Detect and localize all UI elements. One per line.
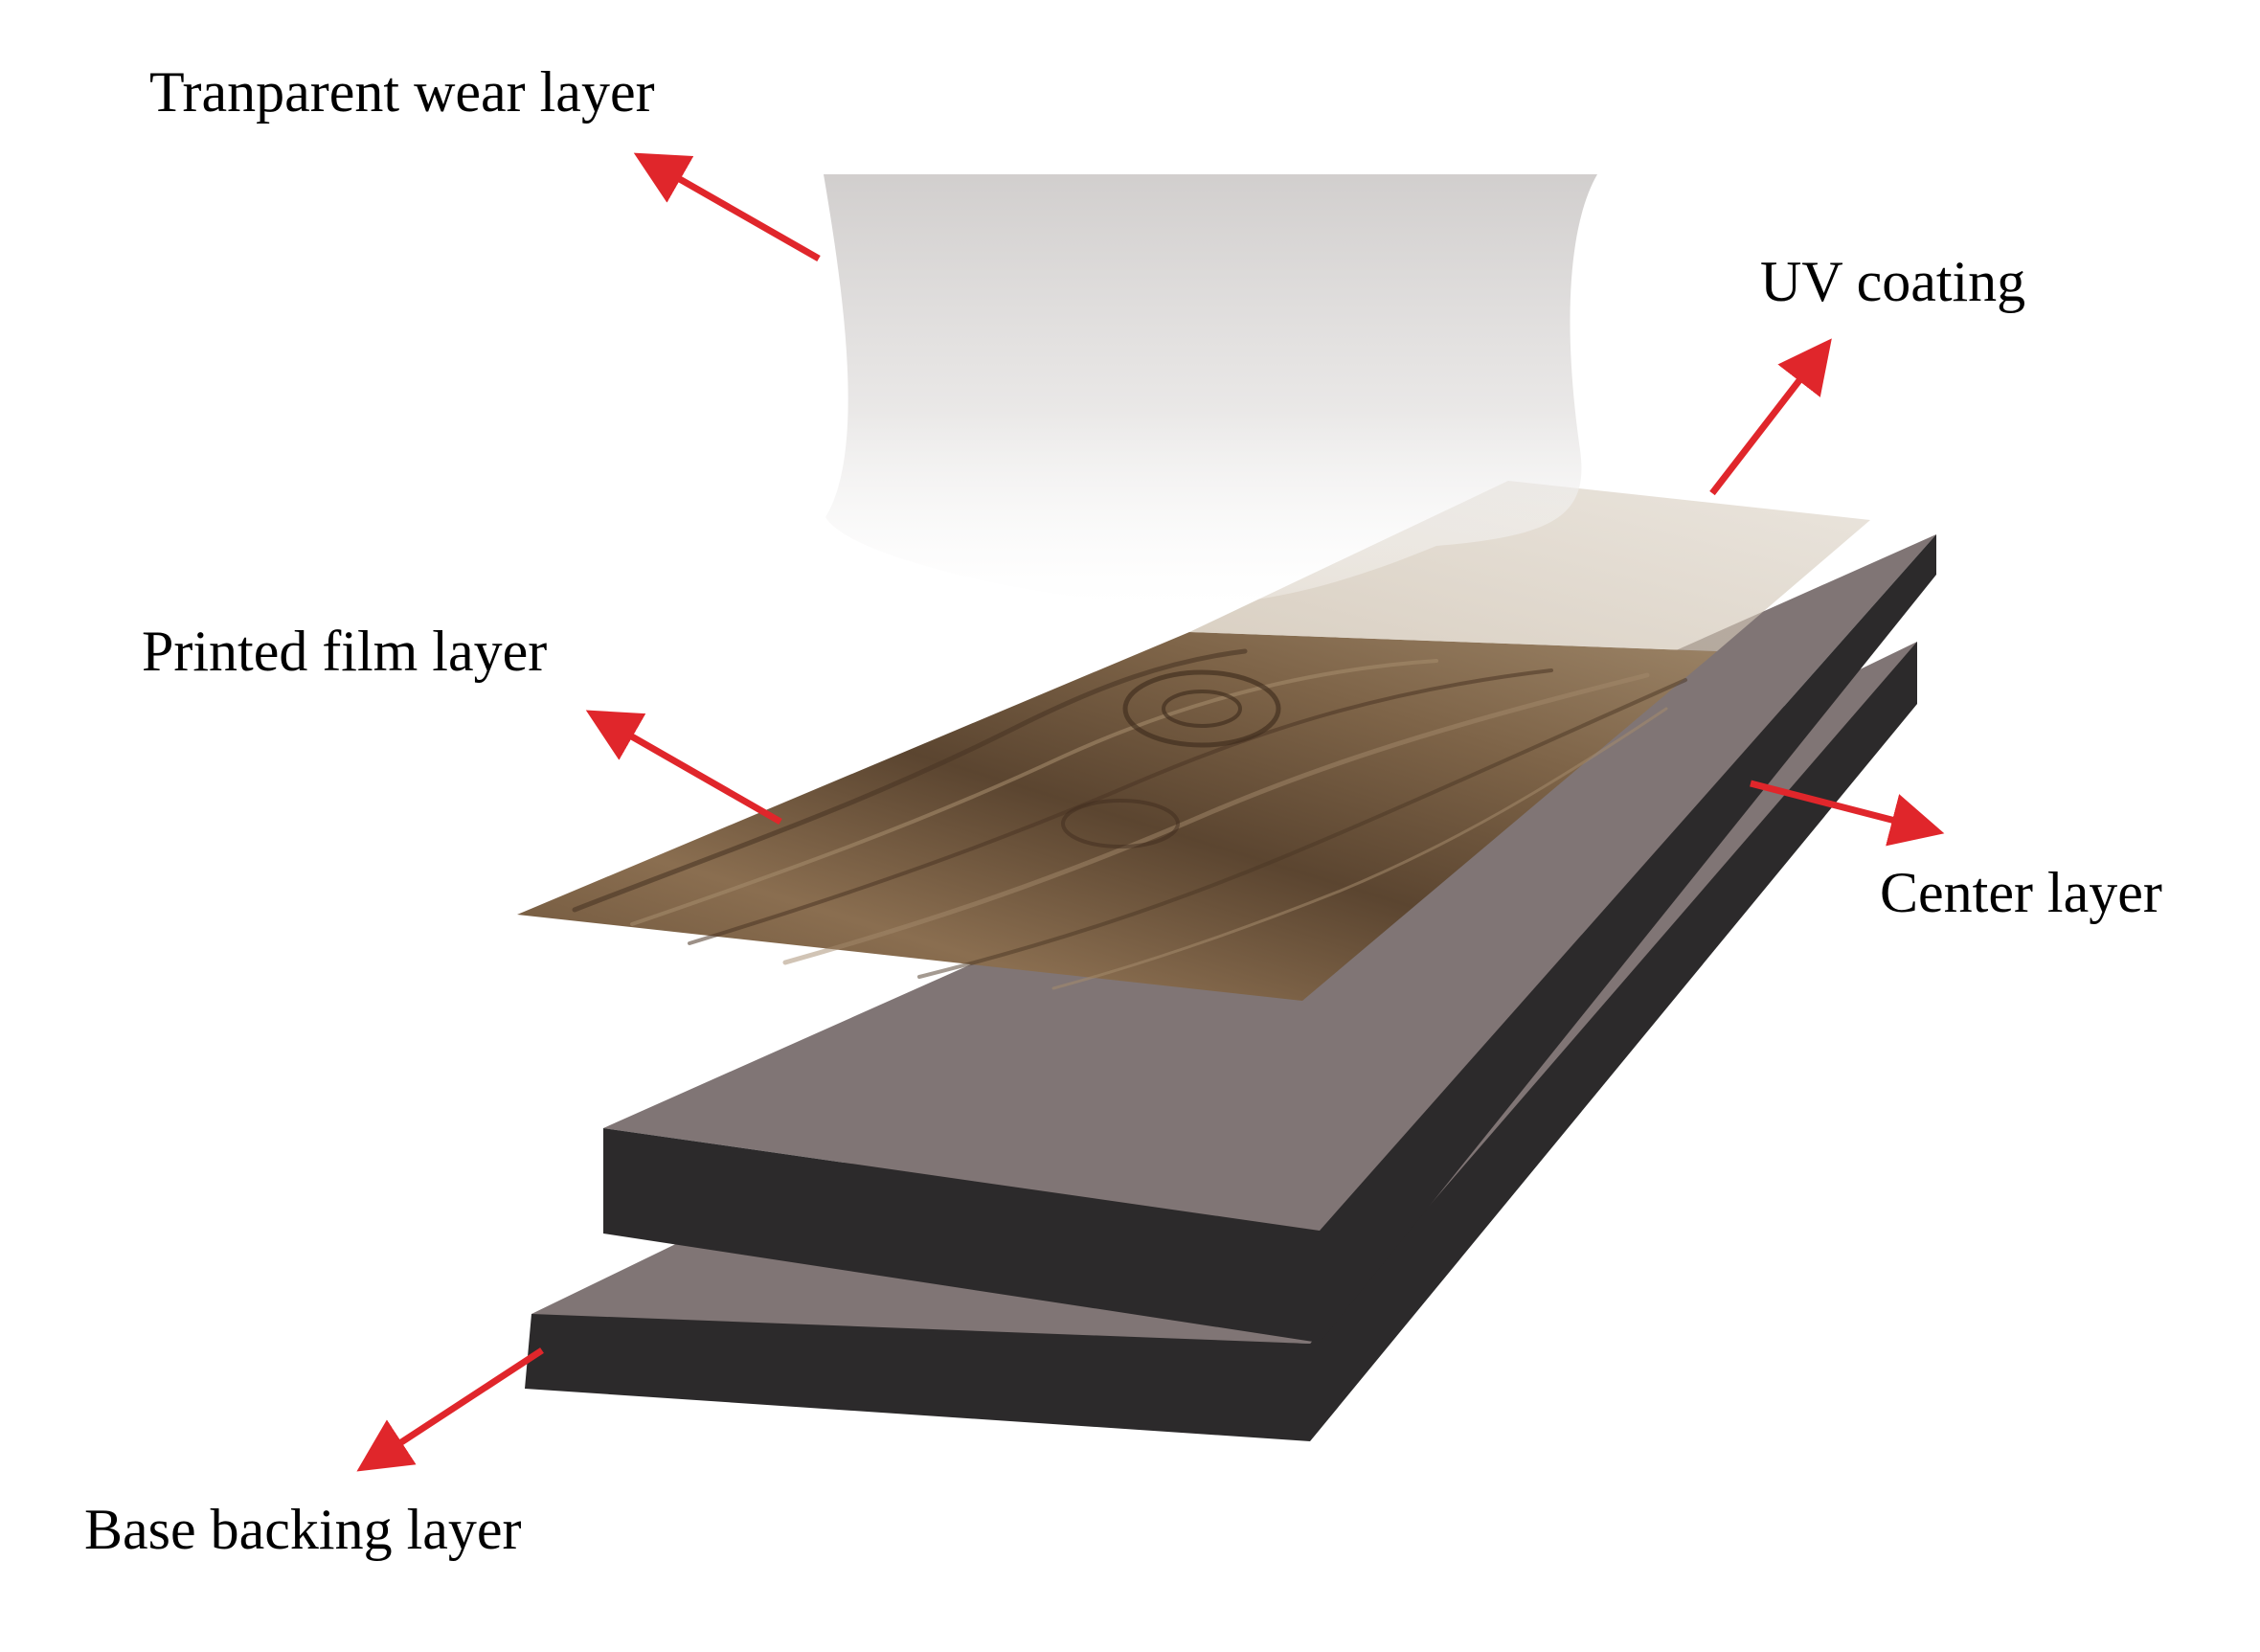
arrow-printed-film (585, 710, 782, 826)
base-board-side (1310, 642, 1917, 1441)
wood-film (517, 632, 1717, 1001)
base-board-front (525, 1314, 1310, 1441)
base-backing-label: Base backing layer (84, 1498, 521, 1561)
uv-coating-layer (1189, 481, 1870, 651)
center-board-side (1320, 534, 1936, 1343)
transparent-wear-layer (824, 174, 1597, 605)
wear-layer-label: Tranparent wear layer (149, 60, 655, 124)
printed-film-label: Printed film layer (142, 620, 547, 683)
arrow-base-backing (356, 1347, 544, 1472)
arrow-wear-layer (633, 152, 821, 262)
uv-coating-label: UV coating (1760, 250, 2025, 313)
arrow-center-layer (1750, 780, 1945, 847)
arrow-uv-coating (1709, 338, 1832, 496)
callout-arrows (356, 152, 1945, 1472)
center-layer-label: Center layer (1880, 861, 2162, 924)
center-board-front (603, 1128, 1320, 1343)
printed-film-layer (517, 632, 1717, 1001)
wood-grain (572, 648, 1687, 990)
